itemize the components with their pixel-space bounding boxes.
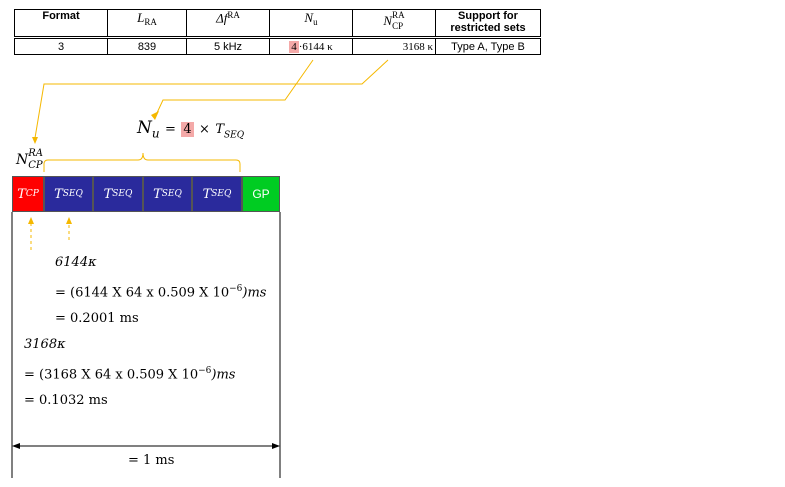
header-delta-f: ΔfRA bbox=[186, 9, 270, 38]
nu-equation: Nu = 4 × TSEQ bbox=[137, 118, 245, 141]
sequence-duration-calc: 6144κ = (6144 X 64 x 0.509 X 10−6)ms = 0… bbox=[55, 255, 267, 327]
header-support: Support for restricted sets bbox=[435, 9, 541, 38]
total-duration-label: = 1 ms bbox=[128, 453, 175, 468]
cell-support: Type A, Type B bbox=[435, 36, 541, 55]
cell-delta-f: 5 kHz bbox=[186, 36, 270, 55]
header-format: Format bbox=[14, 9, 108, 38]
guard-period-block: GP bbox=[242, 176, 280, 212]
header-lra: LRA bbox=[107, 9, 187, 38]
cp-duration-calc: 3168κ = (3168 X 64 x 0.509 X 10−6)ms = 0… bbox=[24, 337, 236, 409]
cell-nu: 4·6144 κ bbox=[269, 36, 353, 55]
cell-ncp: 3168 κ bbox=[352, 36, 436, 55]
